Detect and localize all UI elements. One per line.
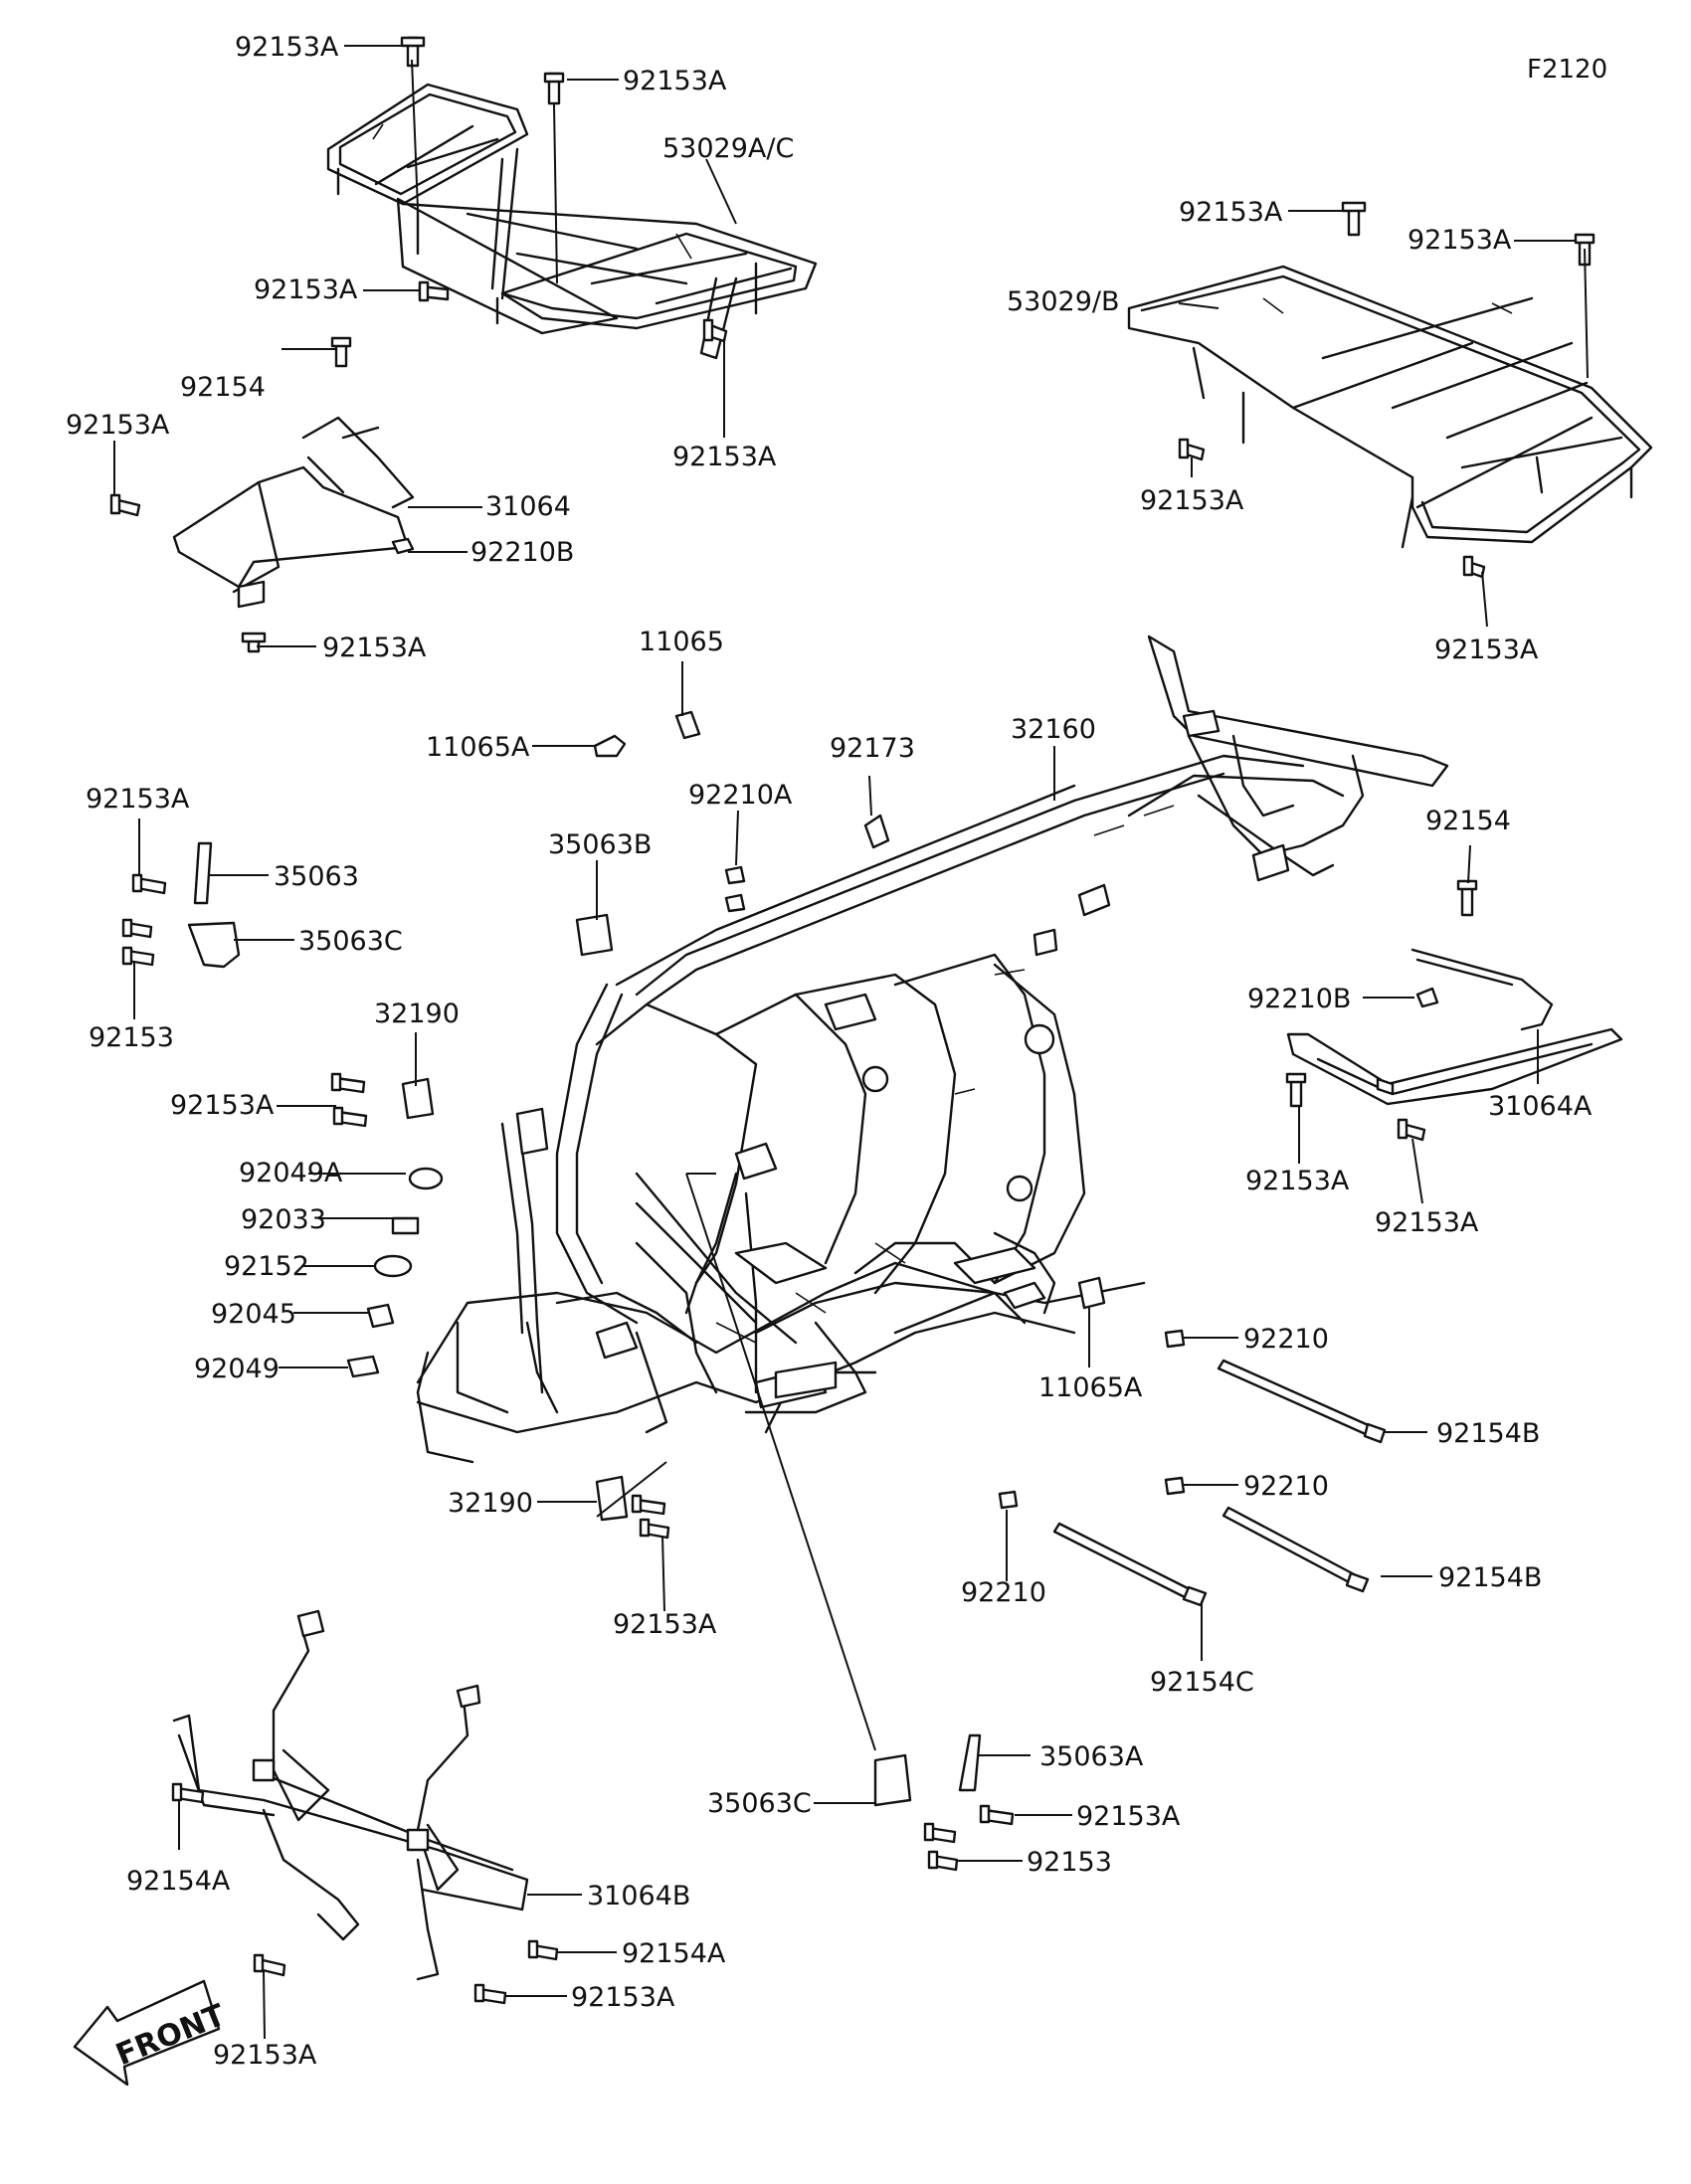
callout-label: 31064B [587, 1881, 690, 1911]
callout-label: 11065 [639, 627, 724, 657]
callout-label: 92153A [170, 1090, 275, 1121]
callout-label: 92210B [1247, 984, 1351, 1014]
callout-label: 92049 [194, 1354, 280, 1384]
callout-label: 92210A [688, 780, 793, 811]
callout-label: 92153A [1245, 1166, 1350, 1196]
hardware [109, 36, 1596, 2005]
callout-label: 92153A [623, 66, 727, 96]
callout-label: 92033 [241, 1204, 326, 1235]
callout-label: 53029A/C [662, 133, 794, 164]
callout-label: 92210B [470, 537, 574, 568]
callout-label: 35063 [274, 861, 359, 892]
callout-label: 92154 [180, 372, 266, 403]
callout-label: 92153 [1027, 1847, 1112, 1878]
main-frame-32160 [416, 635, 1449, 1464]
leader-lines [113, 45, 1589, 2040]
callout-label: 11065A [426, 732, 530, 763]
callout-label: 35063C [707, 1788, 812, 1819]
front-carrier [326, 83, 818, 360]
callout-label: 92153A [1179, 197, 1283, 228]
callout-label: 92154A [126, 1866, 231, 1897]
callout-label: 92153A [213, 2040, 317, 2071]
callout-label: 92153A [254, 274, 358, 305]
callout-label: 92153A [1375, 1207, 1479, 1238]
callout-label: 92153A [235, 32, 339, 63]
callout-label: 53029/B [1007, 286, 1120, 317]
callout-label: 92153A [1140, 485, 1244, 516]
callout-label: 92154B [1438, 1562, 1542, 1593]
callout-label: 92154 [1425, 806, 1511, 836]
side-guard-31064a [1286, 948, 1623, 1106]
callout-label: 92154B [1436, 1418, 1540, 1449]
callout-label: 35063A [1039, 1741, 1144, 1772]
callout-labels: 92153A 92153A 53029A/C 92153A 92153A 921… [66, 32, 1593, 2071]
callout-label: 92210 [1243, 1471, 1329, 1502]
callout-label: 92153 [89, 1022, 174, 1053]
callout-label: 92153A [322, 633, 427, 663]
callout-label: 92153A [1076, 1801, 1181, 1832]
callout-label: 92153A [66, 410, 170, 441]
callout-label: 92210 [1243, 1324, 1329, 1355]
callout-label: 35063C [298, 926, 403, 957]
callout-label: 92210 [961, 1577, 1046, 1608]
callout-label: 92154C [1150, 1667, 1254, 1698]
front-guard-31064 [172, 416, 415, 609]
callout-label: 32160 [1011, 714, 1096, 745]
callout-label: 92045 [211, 1299, 296, 1330]
callout-label: 32190 [448, 1488, 533, 1519]
front-arrow: FRONT [73, 1979, 231, 2087]
callout-label: 92153A [571, 1982, 675, 2013]
callout-label: 92153A [86, 784, 190, 815]
callout-label: 92173 [830, 733, 915, 764]
callout-label: 92153A [1408, 225, 1512, 256]
figure-reference: F2120 [1527, 55, 1607, 85]
front-bumper-31064b [172, 1609, 529, 1981]
callout-label: 32190 [374, 999, 460, 1029]
callout-label: 31064A [1488, 1091, 1593, 1122]
callout-label: 31064 [485, 491, 571, 522]
callout-label: 92152 [224, 1251, 309, 1282]
callout-label: 92154A [622, 1938, 726, 1969]
callout-label: 92153A [672, 442, 777, 472]
callout-label: 92153A [613, 1609, 717, 1640]
callout-label: 35063B [548, 829, 652, 860]
callout-label: 92153A [1434, 635, 1539, 665]
callout-label: 11065A [1038, 1372, 1143, 1403]
rear-carrier [1127, 265, 1653, 549]
callout-label: 92049A [239, 1158, 343, 1188]
